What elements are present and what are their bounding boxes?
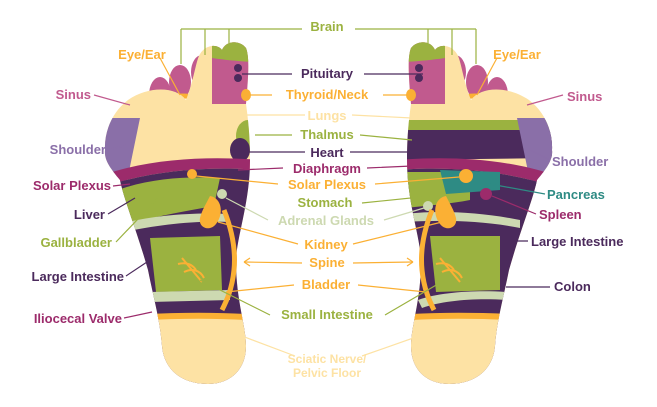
label-sciatic-line-2: Pelvic Floor (292, 366, 362, 380)
bladder-leader (225, 284, 427, 293)
label-thalmus: Thalmus (300, 127, 354, 142)
label-iliocecal-valve: Iliocecal Valve (33, 311, 122, 326)
liver-leader (107, 197, 136, 215)
left-kidney (199, 196, 221, 229)
right-pituitary-dot-2 (415, 74, 423, 82)
iliocecal-leader (123, 311, 153, 319)
label-heart: Heart (310, 145, 344, 160)
label-pancreas: Pancreas (547, 187, 605, 202)
label-pituitary: Pituitary (300, 66, 354, 81)
label-spine: Spine (309, 255, 345, 270)
solar-plexus-center-leader (195, 175, 460, 185)
lungs-leader (236, 114, 413, 119)
gallbladder-leader (115, 197, 159, 243)
left-pituitary-dot (234, 64, 242, 72)
label-brain: Brain (310, 19, 344, 34)
right-dragonfly-icon (435, 257, 463, 283)
left-solar-plexus-dot (187, 169, 197, 179)
eye-ear-left-leader (159, 57, 181, 96)
left-adrenal-dot (217, 189, 227, 199)
large-intestine-left-leader (125, 259, 151, 277)
sinus-right-leader (526, 94, 564, 106)
label-sciatic-line-1: Sciatic Nerve/ (287, 352, 367, 366)
sinus-left-leader (93, 94, 131, 106)
right-solar-plexus-dot (459, 169, 473, 183)
label-eye-ear-right: Eye/Ear (493, 47, 541, 62)
thalmus-leader (255, 134, 413, 141)
sciatic-leader (225, 329, 437, 357)
kidney-leader (217, 221, 443, 245)
brain-leader (180, 28, 477, 64)
label-large-intestine-left: Large Intestine (31, 269, 124, 284)
shoulder-right-leader (529, 149, 551, 161)
left-pituitary-dot-2 (234, 74, 242, 82)
spine-leader (243, 261, 414, 264)
right-spine-line (419, 209, 437, 312)
eye-ear-right-leader (476, 57, 498, 96)
left-spine-line (219, 209, 237, 312)
label-thyroid-neck: Thyroid/Neck (285, 87, 369, 102)
label-colon: Colon (554, 279, 591, 294)
left-gallbladder-dot (157, 186, 169, 198)
label-lungs: Lungs (307, 108, 347, 123)
label-shoulder-right: Shoulder (552, 154, 609, 169)
label-kidney: Kidney (304, 237, 348, 252)
label-solar-plexus-center: Solar Plexus (287, 177, 367, 192)
diaphragm-leader (237, 165, 413, 171)
label-small-intestine: Small Intestine (281, 307, 373, 322)
right-kidney (435, 196, 457, 229)
label-bladder: Bladder (301, 277, 351, 292)
label-sinus-left: Sinus (55, 87, 91, 102)
right-thyroid (406, 89, 416, 101)
label-eye-ear-left: Eye/Ear (118, 47, 166, 62)
label-liver: Liver (73, 207, 105, 222)
label-adrenal-glands: Adrenal Glands (277, 213, 375, 228)
spine-arrow-left (243, 257, 251, 267)
label-solar-plexus-left: Solar Plexus (32, 178, 111, 193)
spleen-leader (491, 195, 537, 215)
label-sciatic-nerve-pelvic-floor: Sciatic Nerve/ Pelvic Floor (288, 352, 367, 380)
label-diaphragm: Diaphragm (293, 161, 361, 176)
label-shoulder-left: Shoulder (49, 142, 106, 157)
right-spleen-dot (480, 188, 492, 200)
right-toe-3 (466, 65, 488, 99)
solar-plexus-left-leader (112, 183, 131, 187)
label-gallbladder: Gallbladder (40, 235, 112, 250)
spine-arrow-right (406, 257, 414, 267)
left-dragonfly-icon (177, 257, 205, 283)
label-large-intestine-right: Large Intestine (531, 234, 624, 249)
right-pituitary-dot (415, 64, 423, 72)
stomach-leader (361, 194, 441, 204)
pancreas-leader (489, 183, 546, 195)
left-toe-3 (169, 65, 191, 99)
shoulder-left-leader (107, 144, 129, 151)
label-spleen: Spleen (539, 207, 582, 222)
small-intestine-leader (199, 279, 439, 316)
left-thyroid (241, 89, 251, 101)
label-sinus-right: Sinus (567, 89, 603, 104)
right-adrenal-dot (423, 201, 433, 211)
leader-lines (93, 28, 564, 357)
adrenal-leader (225, 197, 425, 221)
label-stomach: Stomach (297, 195, 353, 210)
